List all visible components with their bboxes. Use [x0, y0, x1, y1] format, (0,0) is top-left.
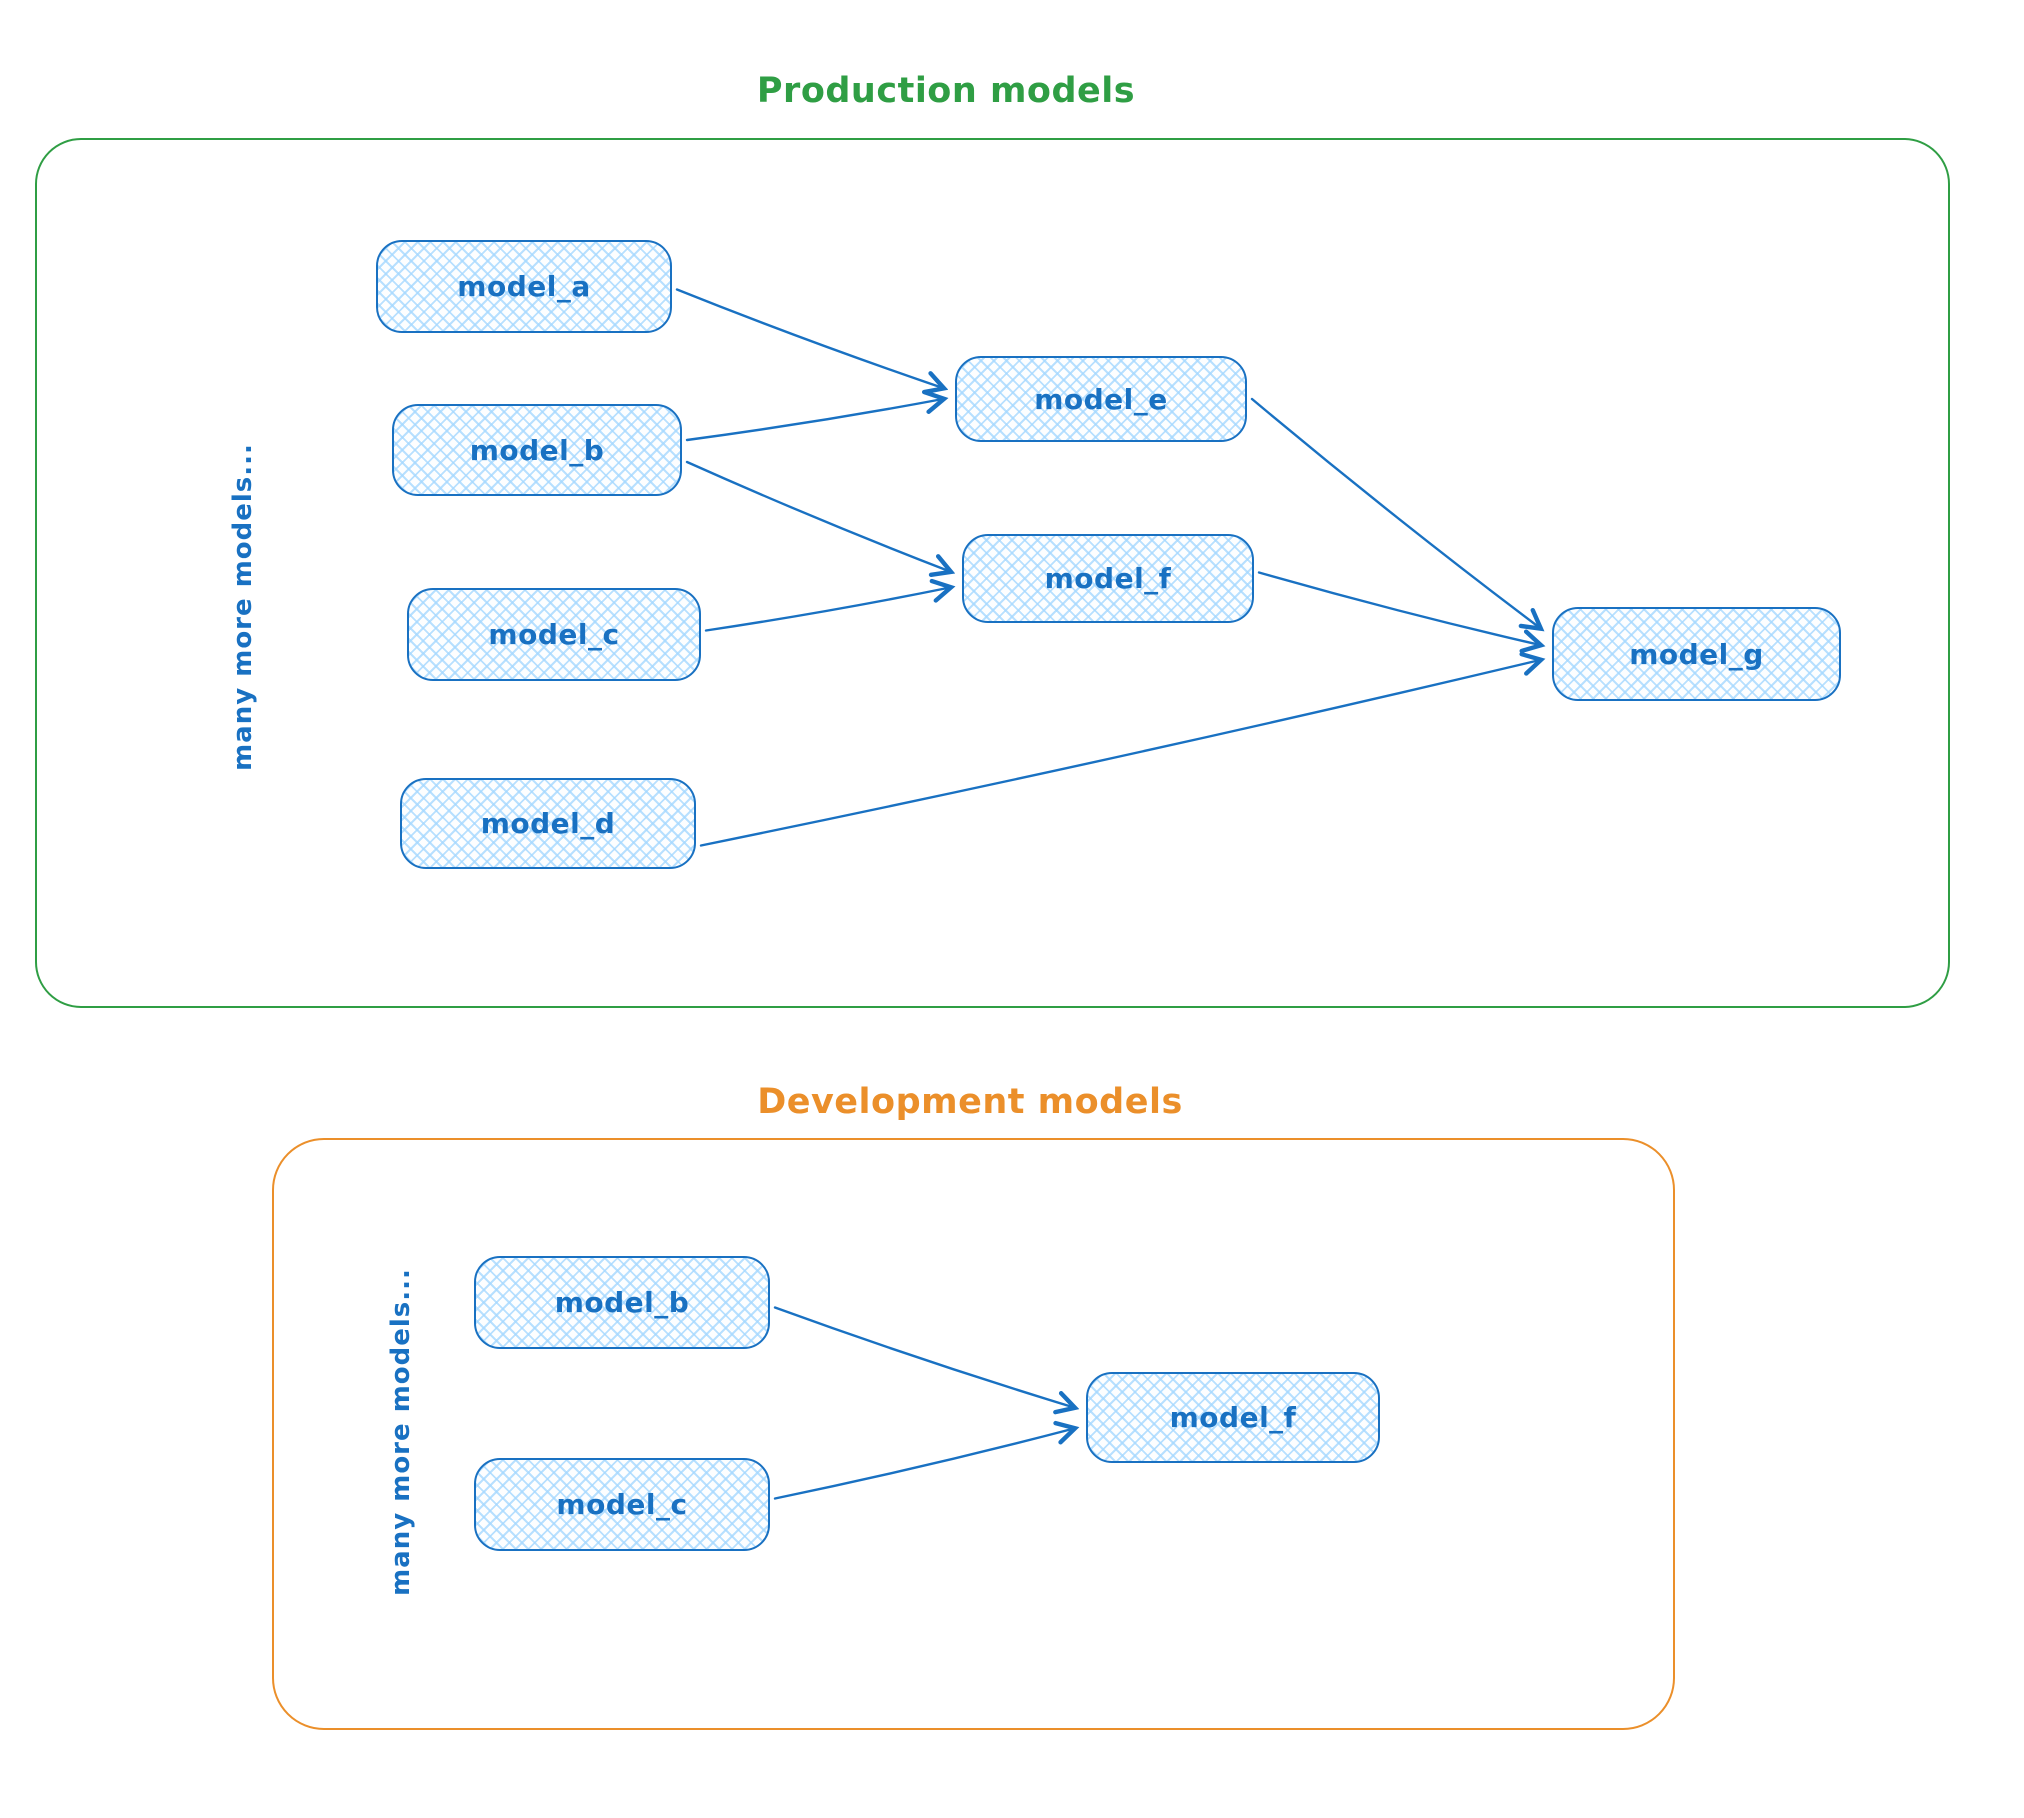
node-production-model_a: model_a	[376, 240, 672, 333]
edge-development-model_c-model_f	[773, 1429, 1074, 1500]
node-development-model_b: model_b	[474, 1256, 770, 1349]
node-label: model_f	[1169, 1401, 1297, 1434]
node-label: model_c	[556, 1488, 688, 1521]
node-label: model_b	[554, 1286, 690, 1319]
development-side-label: many more models...	[386, 1268, 416, 1596]
node-label: model_d	[480, 807, 616, 840]
node-production-model_e: model_e	[955, 356, 1247, 442]
development-title: Development models	[757, 1082, 1183, 1122]
node-label: model_g	[1629, 637, 1764, 671]
node-production-model_f: model_f	[962, 534, 1254, 623]
edge-production-model_e-model_g	[1250, 397, 1540, 628]
edge-production-model_b-model_e	[685, 399, 943, 442]
node-label: model_f	[1044, 562, 1172, 595]
production-group-box	[35, 138, 1950, 1008]
edge-production-model_a-model_e	[675, 288, 943, 389]
edge-production-model_c-model_f	[704, 588, 950, 632]
edge-development-model_b-model_f	[773, 1306, 1074, 1408]
node-label: model_e	[1034, 382, 1168, 416]
node-production-model_g: model_g	[1552, 607, 1841, 701]
node-development-model_f: model_f	[1086, 1372, 1380, 1463]
node-production-model_b: model_b	[392, 404, 682, 496]
node-development-model_c: model_c	[474, 1458, 770, 1551]
node-production-model_c: model_c	[407, 588, 701, 681]
node-production-model_d: model_d	[400, 778, 696, 869]
node-label: model_a	[457, 270, 591, 303]
edge-production-model_b-model_f	[685, 460, 950, 572]
production-side-label: many more models...	[228, 443, 258, 771]
edge-production-model_f-model_g	[1257, 571, 1540, 646]
development-group-box	[272, 1138, 1675, 1730]
edge-production-model_d-model_g	[699, 660, 1540, 847]
node-label: model_c	[488, 618, 620, 651]
production-title: Production models	[756, 71, 1136, 111]
node-label: model_b	[469, 433, 605, 467]
